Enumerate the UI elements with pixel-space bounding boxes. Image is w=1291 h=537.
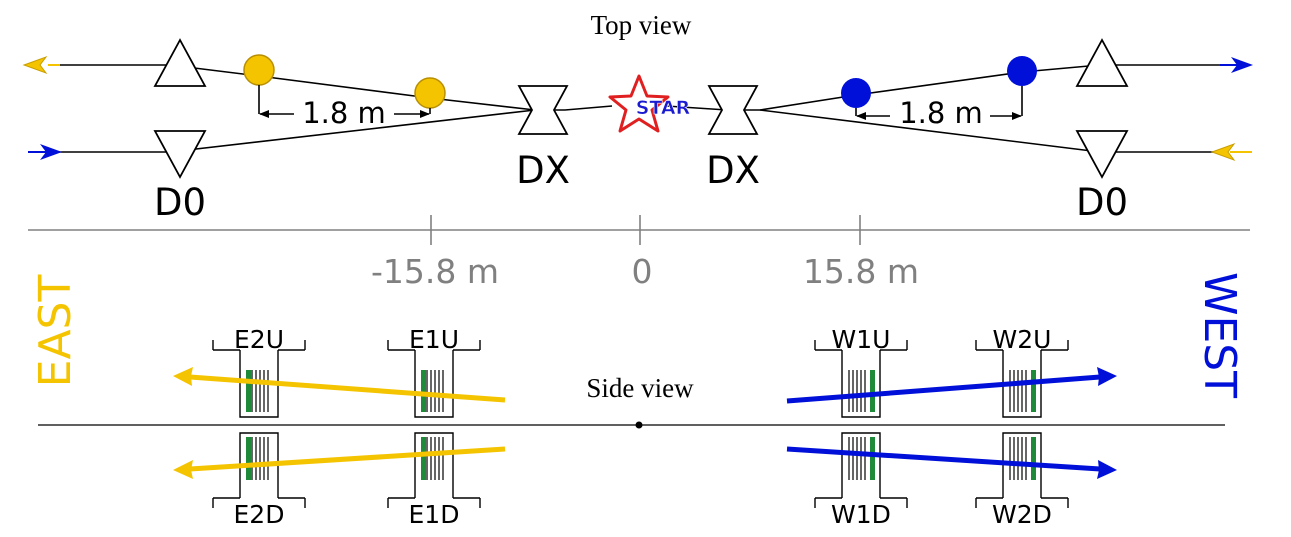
- roman-pot-w2d: [975, 432, 1069, 508]
- detector-plane-active: [870, 437, 875, 480]
- proton-track-east-lower: [173, 446, 506, 479]
- top-view-title: Top view: [591, 10, 692, 40]
- d0-label-west: D0: [1076, 181, 1128, 224]
- detector-plane-active: [421, 370, 426, 412]
- roman-pot-west-near-top: [841, 78, 871, 108]
- axis-tick-label: 0: [632, 252, 653, 291]
- roman-pots-lower: [212, 432, 1069, 508]
- roman-pot-e2u: [212, 340, 306, 418]
- pot-label-w2u: W2U: [993, 325, 1052, 354]
- distance-label-west: 1.8 m: [899, 96, 983, 130]
- pot-label-e2d: E2D: [234, 500, 285, 529]
- roman-pot-w2u: [975, 340, 1069, 418]
- roman-pot-e1d: [387, 432, 481, 508]
- dx-label-east: DX: [516, 149, 570, 192]
- east-label: EAST: [30, 275, 81, 388]
- distance-label-east: 1.8 m: [302, 96, 386, 130]
- pot-label-w2d: W2D: [992, 500, 1052, 529]
- blue-beam-arrow-east: [28, 144, 62, 160]
- star-icon: [608, 74, 670, 133]
- d0-magnet-east: [153, 38, 207, 179]
- west-label: WEST: [1194, 272, 1245, 398]
- dx-label-west: DX: [706, 149, 760, 192]
- distance-marker-east: [258, 85, 431, 118]
- side-view-title: Side view: [586, 373, 694, 403]
- proton-track-west-upper: [786, 367, 1117, 404]
- roman-pot-w1d: [814, 432, 908, 508]
- distance-marker-west: [855, 86, 1023, 120]
- yellow-beam-arrow-east: [22, 55, 60, 75]
- axis-tick-label: -15.8 m: [371, 252, 499, 291]
- blue-beam-arrow-west: [1220, 57, 1253, 73]
- roman-pot-west-far-top: [1007, 56, 1037, 86]
- d0-label-east: D0: [154, 181, 206, 224]
- proton-track-east-upper: [173, 367, 506, 403]
- roman-pot-e2d: [212, 432, 306, 508]
- dx-magnet-east: [517, 85, 569, 135]
- star-label: STAR: [636, 97, 691, 119]
- roman-pot-e1u: [387, 340, 481, 418]
- pot-label-e1d: E1D: [409, 500, 460, 529]
- detector-plane-active: [421, 437, 426, 480]
- detector-plane-active: [246, 437, 251, 480]
- star-logo: STAR: [608, 74, 691, 133]
- detector-plane-active: [246, 370, 251, 412]
- roman-pot-east-far-top: [243, 54, 275, 86]
- dx-magnet-west: [707, 85, 759, 135]
- roman-pots-upper: [212, 340, 1069, 418]
- interaction-point-dot: [635, 421, 643, 429]
- pot-label-w1u: W1U: [832, 325, 891, 354]
- proton-track-west-lower: [786, 446, 1117, 479]
- yellow-beam-arrow-west: [1210, 142, 1252, 162]
- detector-plane-active: [870, 370, 875, 412]
- detector-plane-active: [1031, 370, 1036, 412]
- distance-axis: -15.8 m 0 15.8 m: [28, 215, 1250, 291]
- axis-tick-label: 15.8 m: [803, 252, 919, 291]
- pot-label-w1d: W1D: [831, 500, 891, 529]
- detector-plane-active: [1031, 437, 1036, 480]
- roman-pot-east-near-top: [414, 77, 446, 109]
- pot-label-e2u: E2U: [234, 325, 284, 354]
- pot-label-e1u: E1U: [409, 325, 459, 354]
- roman-pot-w1u: [814, 340, 908, 418]
- d0-magnet-west: [1075, 38, 1129, 179]
